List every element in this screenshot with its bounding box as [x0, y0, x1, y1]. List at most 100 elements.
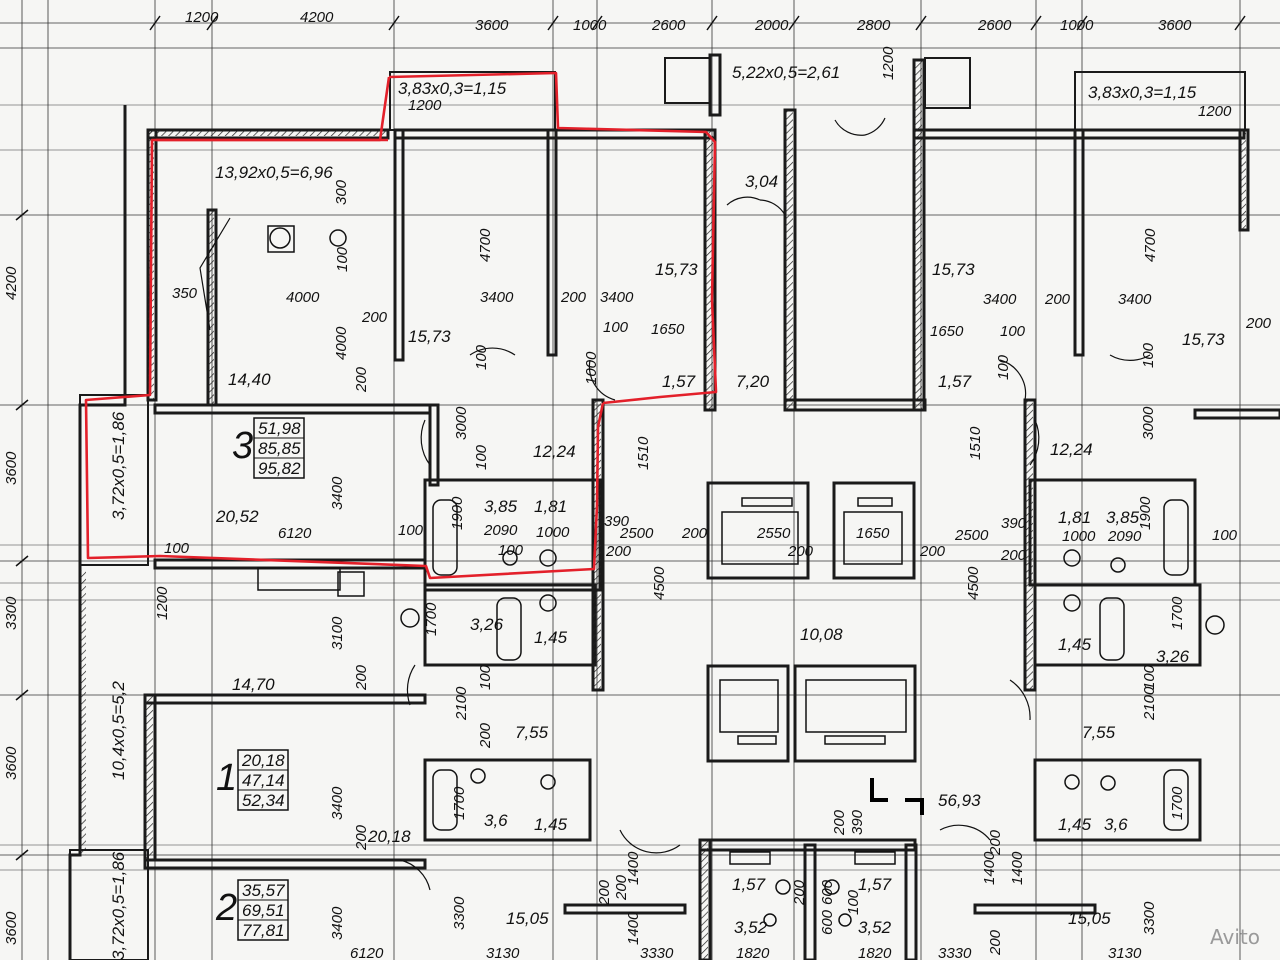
apartment-living: 51,98 [258, 419, 301, 438]
dim: 1700 [451, 786, 468, 820]
left-dim: 4200 [3, 266, 20, 300]
top-dim: 2600 [977, 17, 1012, 34]
left-dim: 3300 [3, 596, 20, 630]
dim: 3330 [640, 945, 674, 960]
watermark: Avito [1210, 925, 1260, 949]
left-dim: 3600 [3, 451, 20, 485]
dim: 100 [603, 319, 629, 336]
dim: 1900 [449, 496, 466, 530]
room-area: 3,26 [470, 615, 504, 634]
room-area: 15,73 [655, 260, 698, 279]
dim: 3400 [480, 289, 514, 306]
dim: 3130 [1108, 945, 1142, 960]
apartment-area-box [253, 417, 305, 479]
apartment-with-balcony: 52,34 [242, 791, 285, 810]
room-area: 15,73 [1182, 330, 1225, 349]
dim: 1650 [930, 323, 964, 340]
dim: 200 [787, 543, 814, 560]
room-area: 15,73 [408, 327, 451, 346]
dim: 3400 [600, 289, 634, 306]
apartment-total: 69,51 [242, 901, 285, 920]
dim: 2550 [756, 525, 791, 542]
dim: 390 [1001, 515, 1027, 532]
top-dim: 4200 [300, 9, 334, 26]
dim: 1820 [736, 945, 770, 960]
dim: 600 [819, 879, 836, 905]
dim: 3000 [453, 406, 470, 440]
dim: 1000 [1062, 528, 1096, 545]
balcony-label: 1200 [1198, 103, 1232, 120]
balcony-label: 3,83x0,3=1,15 [1088, 83, 1197, 102]
room-area: 3,6 [1104, 815, 1128, 834]
dim: 6120 [278, 525, 312, 542]
room-area: 3,85 [1106, 508, 1140, 527]
door-swings [199, 117, 1151, 891]
dim: 3400 [329, 906, 346, 940]
stair-marker [870, 778, 924, 815]
dim: 200 [353, 824, 370, 851]
dim: 1650 [856, 525, 890, 542]
dim: 1700 [1169, 596, 1186, 630]
apartment-total: 47,14 [242, 771, 285, 790]
dim: 4000 [286, 289, 320, 306]
apartment-number: 3 [232, 425, 253, 467]
balcony-label: 5,22x0,5=2,61 [732, 63, 840, 82]
dim: 1400 [981, 851, 998, 885]
dim: 100 [477, 664, 494, 690]
dim: 1510 [967, 426, 984, 460]
top-dim: 2800 [856, 17, 891, 34]
dim: 200 [791, 879, 808, 906]
dim: 200 [987, 929, 1004, 956]
room-area: 20,18 [367, 827, 411, 846]
dim: 600 [819, 909, 836, 935]
dim: 100 [164, 540, 190, 557]
room-area: 1,81 [1058, 508, 1091, 527]
room-area: 7,55 [515, 723, 549, 742]
room-area: 3,52 [734, 918, 768, 937]
dim: 100 [398, 522, 424, 539]
balcony-label: 3,72x0,5=1,86 [109, 851, 128, 960]
dim: 3300 [451, 896, 468, 930]
room-area: 7,55 [1082, 723, 1116, 742]
dim: 100 [995, 354, 1012, 380]
fixtures [257, 225, 1225, 927]
top-dim: 1000 [1060, 17, 1094, 34]
dim: 2500 [954, 527, 989, 544]
room-area: 3,6 [484, 811, 508, 830]
dim: 1000 [536, 524, 570, 541]
dim: 3400 [1118, 291, 1152, 308]
dim: 4700 [1142, 228, 1159, 262]
dim: 200 [1044, 291, 1071, 308]
dim: 390 [849, 809, 866, 835]
dim: 2500 [619, 525, 654, 542]
apartment-living: 35,57 [242, 881, 285, 900]
room-area: 14,70 [232, 675, 275, 694]
dim: 200 [596, 879, 613, 906]
balcony-label: 1200 [408, 97, 442, 114]
top-dim: 3600 [1158, 17, 1192, 34]
top-dim: 1200 [185, 9, 219, 26]
room-area: 1,45 [1058, 815, 1092, 834]
dim: 2100 [453, 686, 470, 721]
room-area: 1,57 [858, 875, 892, 894]
dim: 1700 [1169, 786, 1186, 820]
dim: 3400 [329, 476, 346, 510]
dim: 200 [605, 543, 632, 560]
room-area: 56,93 [938, 791, 981, 810]
balcony-label: 3,72x0,5=1,86 [109, 411, 128, 520]
dim: 1820 [858, 945, 892, 960]
room-area: 1,45 [1058, 635, 1092, 654]
dim: 200 [919, 543, 946, 560]
top-dim: 2000 [754, 17, 789, 34]
apartment-area-box [237, 749, 289, 811]
apartment-number: 1 [216, 757, 237, 799]
room-area: 12,24 [1050, 440, 1093, 459]
dim: 1700 [423, 602, 440, 636]
dim: 100 [334, 246, 351, 272]
room-area: 3,04 [745, 172, 778, 191]
room-area: 3,52 [858, 918, 892, 937]
dim: 4500 [651, 566, 668, 600]
balcony-label: 3,83x0,3=1,15 [398, 79, 507, 98]
